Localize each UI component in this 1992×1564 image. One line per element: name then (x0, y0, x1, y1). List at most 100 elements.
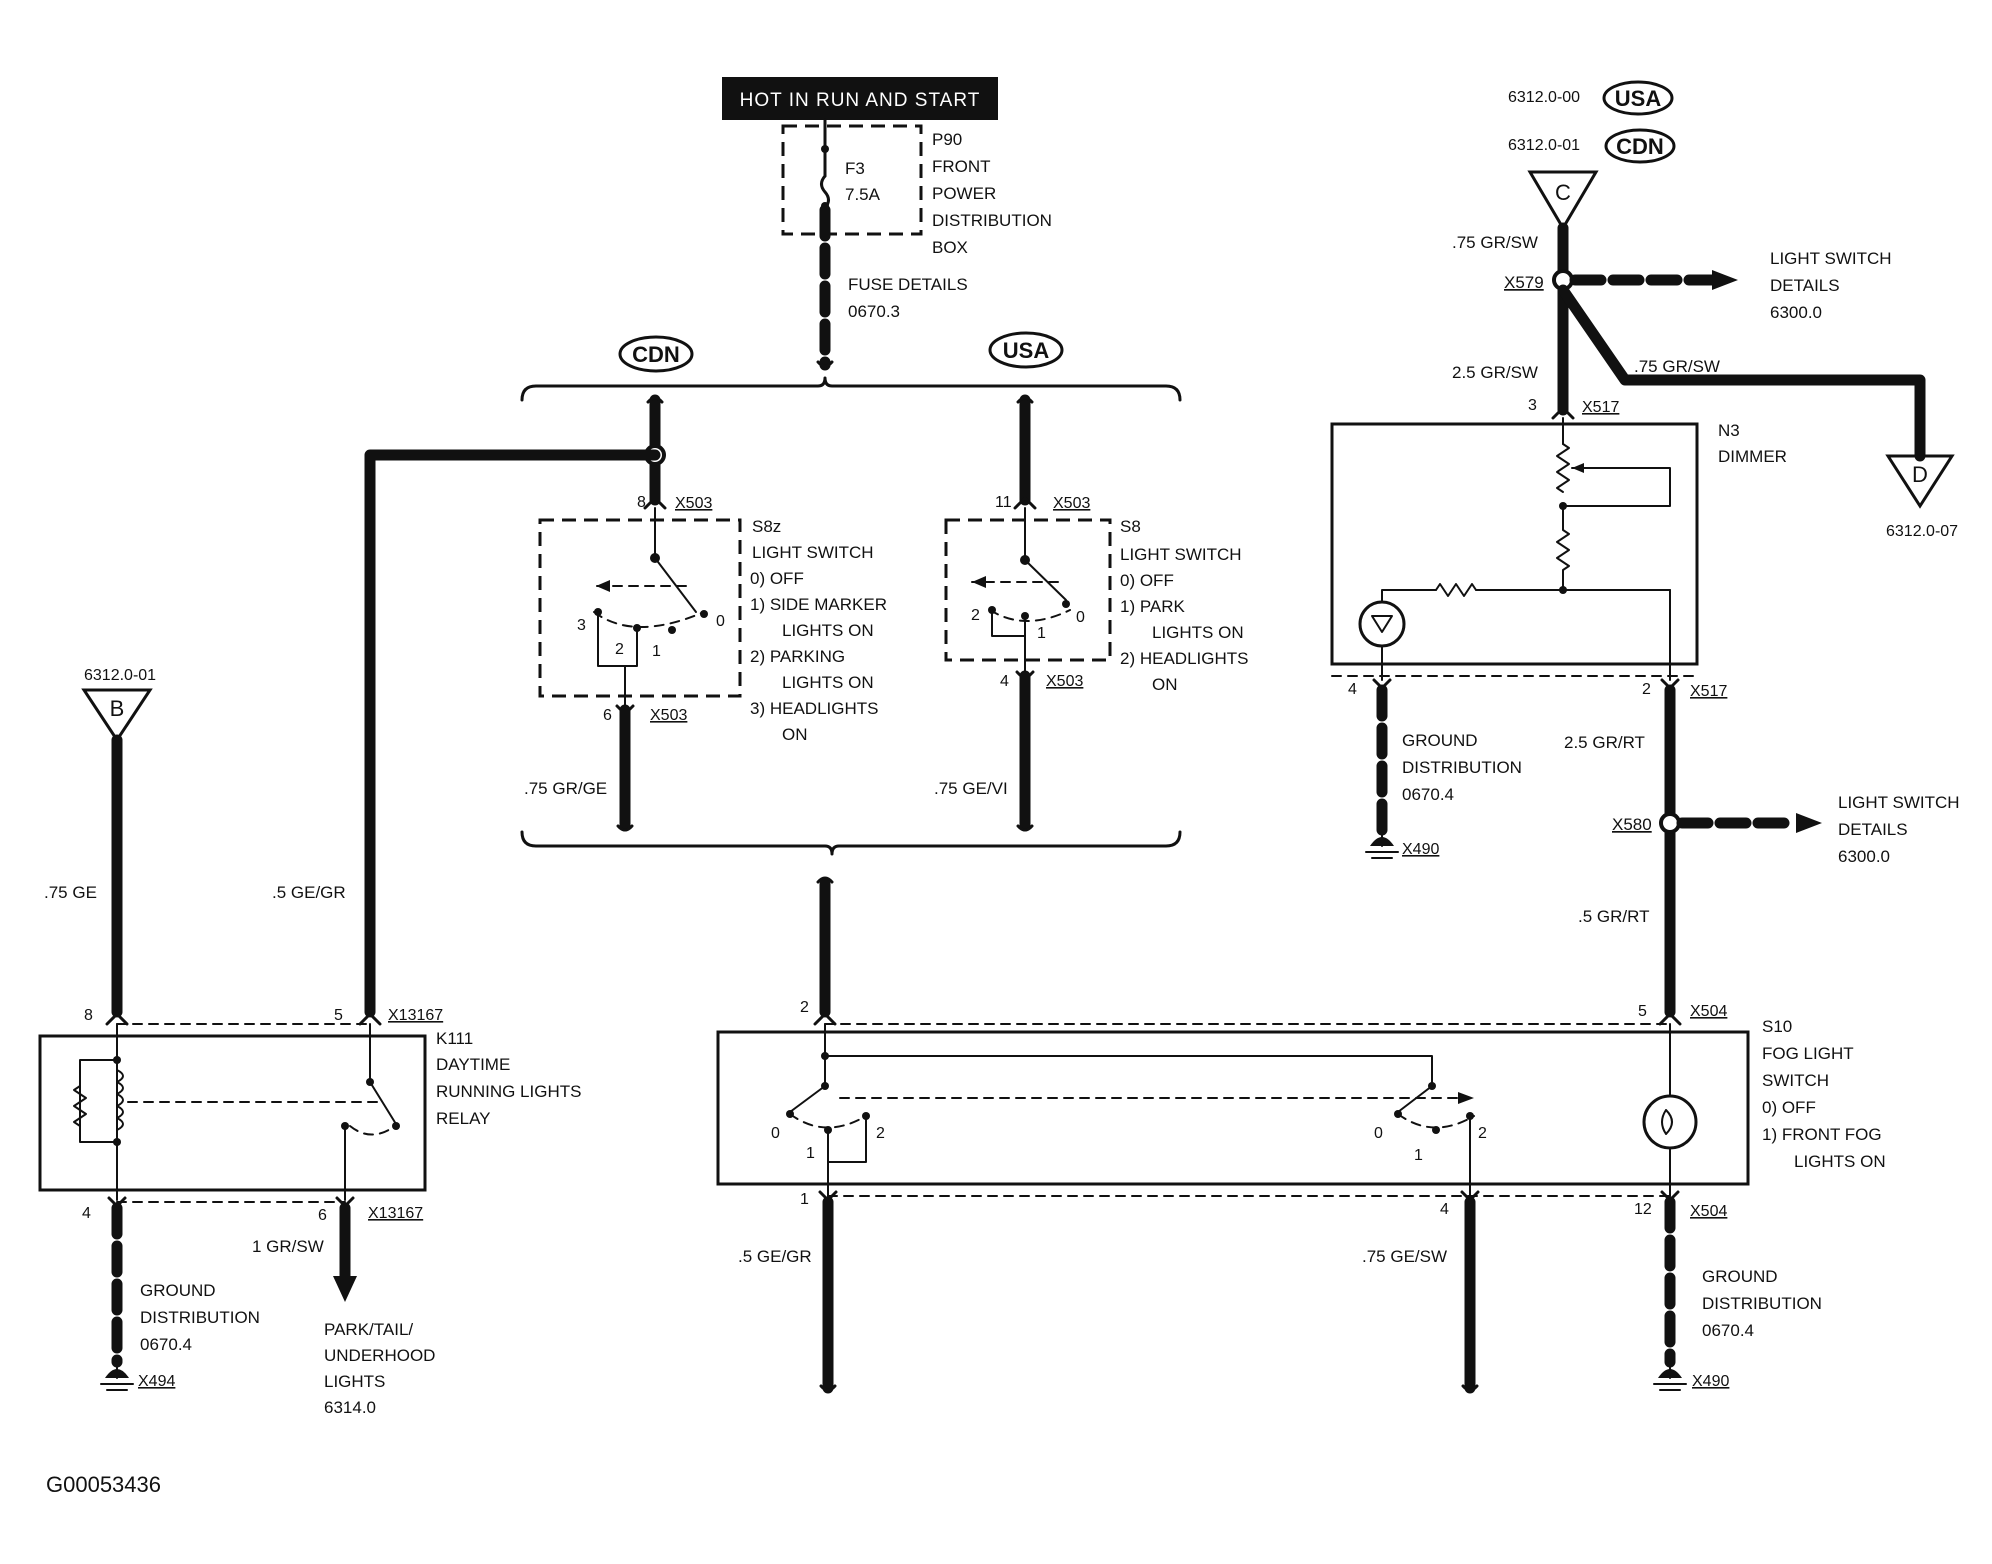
power-source: HOT IN RUN AND START F3 7.5A P90 FRONT P… (722, 77, 1052, 371)
svg-text:2: 2 (1642, 681, 1651, 698)
svg-text:GROUND: GROUND (1402, 731, 1478, 750)
svg-text:1: 1 (1414, 1147, 1423, 1164)
s10-indicator-lamp (1642, 1094, 1698, 1150)
svg-text:2: 2 (1478, 1125, 1487, 1142)
svg-text:2: 2 (971, 607, 980, 624)
fuse-details-1: FUSE DETAILS (848, 275, 968, 294)
svg-text:X580: X580 (1612, 815, 1652, 834)
svg-text:2: 2 (800, 999, 809, 1016)
svg-text:3) HEADLIGHTS: 3) HEADLIGHTS (750, 699, 878, 718)
n3-box (1330, 422, 1699, 666)
variant-bracket-top: CDN USA (520, 331, 1182, 402)
svg-text:X13167: X13167 (368, 1205, 423, 1222)
s8z-light-switch: 8 X503 3 2 1 0 6 X503 .75 GR/GE S8z LIGH… (524, 394, 887, 832)
svg-text:2: 2 (876, 1125, 885, 1142)
svg-text:LIGHT SWITCH: LIGHT SWITCH (1838, 793, 1960, 812)
svg-text:RELAY: RELAY (436, 1109, 491, 1128)
svg-text:1) PARK: 1) PARK (1120, 597, 1186, 616)
svg-text:0670.4: 0670.4 (1402, 785, 1454, 804)
svg-text:ON: ON (782, 725, 808, 744)
svg-text:2.5 GR/SW: 2.5 GR/SW (1452, 363, 1538, 382)
k111-coil (79, 1059, 118, 1143)
usa-badge: USA (1003, 338, 1050, 363)
svg-text:X494: X494 (138, 1373, 175, 1390)
p90-desc1: FRONT (932, 157, 991, 176)
svg-text:N3: N3 (1718, 421, 1740, 440)
s10-fog-light-switch: 2 5 X504 0 1 2 0 1 2 S10 (716, 999, 1886, 1394)
connector-b (81, 688, 153, 743)
svg-text:12: 12 (1634, 1201, 1652, 1218)
p90-desc4: BOX (932, 238, 968, 257)
k111-relay: 6312.0-01 B .75 GE .5 GE/GR 8 5 X13167 K… (38, 667, 581, 1417)
d-branch-wire (1557, 284, 1926, 462)
s10-box (716, 1030, 1750, 1186)
cdn-badge: CDN (632, 342, 680, 367)
s8-box (944, 518, 1112, 662)
svg-text:5: 5 (334, 1007, 343, 1024)
fuse-details-2: 0670.3 (848, 302, 900, 321)
svg-text:6312.0-01: 6312.0-01 (84, 667, 156, 684)
svg-text:SWITCH: SWITCH (1762, 1071, 1829, 1090)
svg-text:X503: X503 (650, 707, 687, 724)
svg-text:LIGHTS: LIGHTS (324, 1372, 385, 1391)
variant-bracket-bottom (520, 830, 1182, 856)
s8z-conn-top: X503 (675, 495, 712, 512)
svg-text:6312.0-01: 6312.0-01 (1508, 137, 1580, 154)
svg-text:LIGHT SWITCH: LIGHT SWITCH (1120, 545, 1242, 564)
svg-text:LIGHT SWITCH: LIGHT SWITCH (752, 543, 874, 562)
svg-text:S10: S10 (1762, 1017, 1792, 1036)
svg-text:6312.0-07: 6312.0-07 (1886, 523, 1958, 540)
svg-text:LIGHTS ON: LIGHTS ON (1794, 1152, 1886, 1171)
svg-text:2) HEADLIGHTS: 2) HEADLIGHTS (1120, 649, 1248, 668)
svg-text:6314.0: 6314.0 (324, 1398, 376, 1417)
p90-name: P90 (932, 130, 962, 149)
svg-text:1: 1 (652, 643, 661, 660)
hot-label: HOT IN RUN AND START (740, 90, 981, 111)
connector-d (1885, 454, 1955, 509)
svg-text:.75 GR/SW: .75 GR/SW (1452, 233, 1538, 252)
svg-text:6312.0-00: 6312.0-00 (1508, 89, 1580, 106)
svg-text:DISTRIBUTION: DISTRIBUTION (140, 1308, 260, 1327)
p90-desc2: POWER (932, 184, 996, 203)
svg-text:11: 11 (995, 494, 1012, 511)
svg-text:3: 3 (1528, 397, 1537, 414)
n3-led (1358, 600, 1406, 648)
svg-text:D: D (1912, 462, 1928, 487)
s8-light-switch: 11 X503 2 1 0 4 X503 .75 GE/VI S8 LIGHT … (934, 394, 1248, 832)
svg-text:X490: X490 (1402, 841, 1439, 858)
svg-text:1 GR/SW: 1 GR/SW (252, 1237, 324, 1256)
s8z-wire-label: .75 GR/GE (524, 779, 607, 798)
svg-text:6300.0: 6300.0 (1838, 847, 1890, 866)
svg-text:1) FRONT FOG: 1) FRONT FOG (1762, 1125, 1882, 1144)
svg-text:X517: X517 (1690, 683, 1727, 700)
svg-text:DETAILS: DETAILS (1838, 820, 1908, 839)
right-top-feed: 6312.0-00 USA 6312.0-01 CDN C .75 GR/SW … (1452, 80, 1958, 540)
wire-to-k111-pin5 (364, 449, 661, 1018)
wire-to-s10-pin2 (816, 876, 834, 1018)
svg-text:.75 GE: .75 GE (44, 883, 97, 902)
svg-text:X579: X579 (1504, 273, 1544, 292)
fuse-rating: 7.5A (845, 185, 881, 204)
svg-text:DAYTIME: DAYTIME (436, 1055, 510, 1074)
svg-text:X503: X503 (1046, 673, 1083, 690)
svg-text:X490: X490 (1692, 1373, 1729, 1390)
svg-text:C: C (1555, 180, 1571, 205)
svg-text:1: 1 (800, 1191, 809, 1208)
svg-text:LIGHTS ON: LIGHTS ON (782, 673, 874, 692)
svg-text:0: 0 (1076, 609, 1085, 626)
svg-text:4: 4 (1000, 673, 1009, 690)
svg-text:0: 0 (1374, 1125, 1383, 1142)
svg-text:RUNNING LIGHTS: RUNNING LIGHTS (436, 1082, 581, 1101)
s8z-pin-top: 8 (637, 494, 646, 511)
svg-text:CDN: CDN (1616, 134, 1664, 159)
svg-text:6300.0: 6300.0 (1770, 303, 1822, 322)
svg-text:LIGHT SWITCH: LIGHT SWITCH (1770, 249, 1892, 268)
svg-text:2) PARKING: 2) PARKING (750, 647, 845, 666)
hot-label-box (722, 77, 998, 120)
svg-text:X517: X517 (1582, 399, 1619, 416)
connector-c (1527, 170, 1599, 231)
s8-wire-label: .75 GE/VI (934, 779, 1008, 798)
svg-text:K111: K111 (436, 1029, 473, 1048)
